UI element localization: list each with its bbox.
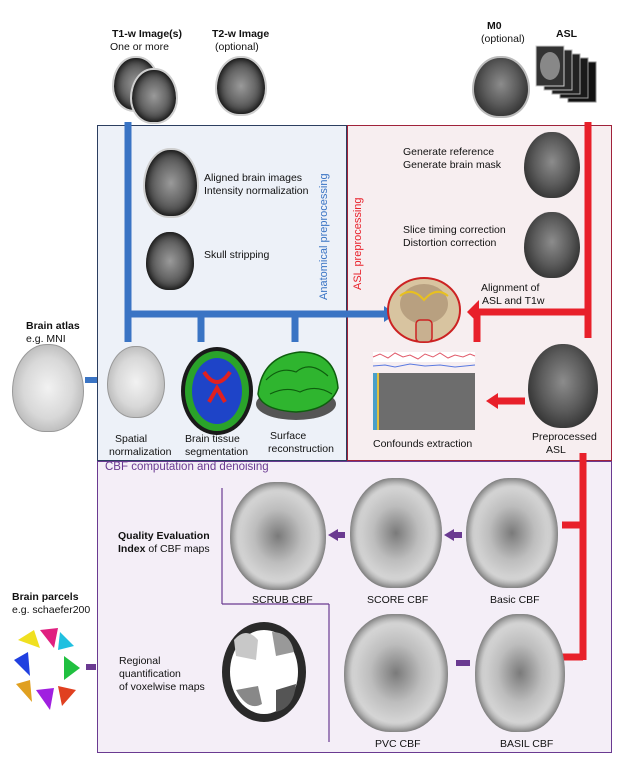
asl-step1-line2: Generate brain mask [403, 159, 502, 171]
asl-step3-line2: ASL and T1w [482, 295, 545, 307]
parcels-title: Brain parcels [12, 591, 79, 603]
pvc-cbf-image [344, 614, 448, 732]
basic-cbf-label: Basic CBF [490, 594, 540, 606]
anat-step1-line2: Intensity normalization [204, 185, 309, 197]
regional-line2: quantification [119, 668, 181, 680]
anat-out1-line2: normalization [109, 446, 172, 458]
basic-cbf-image [466, 478, 558, 588]
asl-corrected-image [524, 212, 580, 278]
t1-title: T1-w Image(s) [112, 28, 183, 40]
basil-cbf-label: BASIL CBF [500, 738, 554, 750]
scrub-cbf-image [230, 482, 326, 590]
skull-stripped-image [146, 232, 194, 290]
asl-title: ASL [556, 28, 577, 40]
anatomical-panel-title: Anatomical preprocessing [318, 173, 330, 300]
alignment-image [387, 277, 461, 343]
anat-step1-line1: Aligned brain images [204, 172, 303, 184]
asl-panel-title: ASL preprocessing [352, 197, 364, 290]
asl-preproc-line2: ASL [546, 444, 566, 456]
m0-title: M0 [487, 20, 502, 32]
asl-reference-image [524, 132, 580, 198]
scrub-cbf-label: SCRUB CBF [252, 594, 313, 606]
regional-line3: of voxelwise maps [119, 681, 205, 693]
asl-preproc-line1: Preprocessed [532, 431, 597, 443]
parcels-image [8, 621, 84, 713]
anat-out2-line2: segmentation [185, 446, 249, 458]
anat-out2-line1: Brain tissue [185, 433, 240, 445]
qei-index-word: Index [118, 543, 146, 555]
confounds-label: Confounds extraction [373, 438, 473, 450]
basil-cbf-image [475, 614, 565, 732]
pvc-cbf-label: PVC CBF [375, 738, 421, 750]
cbf-panel-title: CBF computation and denoising [105, 461, 269, 473]
asl-step2-line2: Distortion correction [403, 237, 497, 249]
qei-title: Quality Evaluation [118, 530, 210, 542]
atlas-title: Brain atlas [26, 320, 80, 332]
segmentation-image [181, 347, 253, 435]
atlas-image [12, 344, 84, 432]
t2-image [215, 56, 267, 116]
anat-out3-line2: reconstruction [268, 443, 334, 455]
m0-image [472, 56, 530, 118]
surface-image [256, 351, 339, 420]
asl-stack [535, 45, 597, 103]
t2-title: T2-w Image [212, 28, 270, 40]
spatial-normalization-image [107, 346, 165, 418]
atlas-subtitle: e.g. MNI [26, 333, 66, 345]
regional-line1: Regional [119, 655, 161, 667]
parcels-subtitle: e.g. schaefer200 [12, 604, 91, 616]
preprocessed-asl-image [528, 344, 598, 428]
t1-image-front [130, 68, 178, 124]
confounds-plot [372, 352, 476, 430]
m0-subtitle: (optional) [481, 33, 525, 45]
anat-out3-line1: Surface [270, 430, 307, 442]
qei-line2: Index of CBF maps [118, 543, 210, 556]
asl-step3-line1: Alignment of [481, 282, 540, 294]
anat-step2: Skull stripping [204, 249, 270, 261]
regional-image [222, 622, 306, 722]
t1-subtitle: One or more [110, 41, 169, 53]
asl-step1-line1: Generate reference [403, 146, 495, 158]
score-cbf-image [350, 478, 442, 588]
asl-step2-line1: Slice timing correction [403, 224, 506, 236]
t2-subtitle: (optional) [215, 41, 259, 53]
aligned-brain-image [143, 148, 199, 218]
score-cbf-label: SCORE CBF [367, 594, 429, 606]
anat-out1-line1: Spatial [115, 433, 148, 445]
qei-rest: of CBF maps [145, 543, 210, 555]
